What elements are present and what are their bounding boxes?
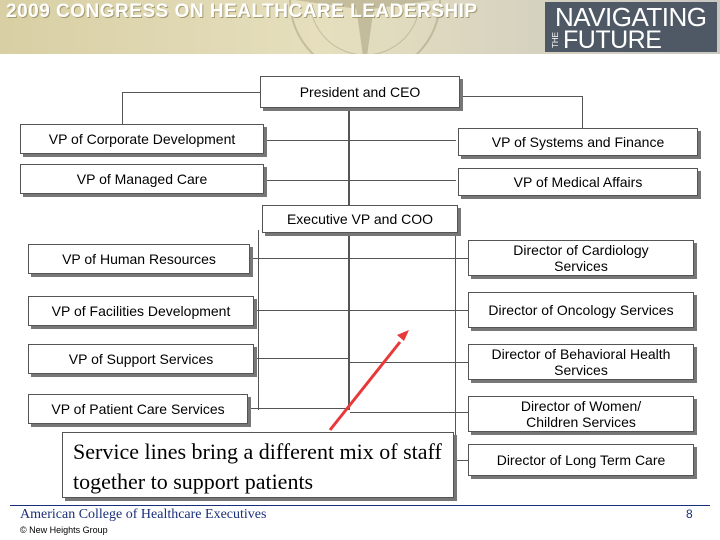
director-behavioral-health-box: Director of Behavioral Health Services: [468, 344, 694, 380]
page-number: 8: [686, 507, 693, 521]
director-women-children-box: Director of Women/ Children Services: [468, 396, 694, 432]
vp-managed-care-box: VP of Managed Care: [20, 164, 264, 194]
connector-trunk: [348, 110, 350, 410]
vp-medical-affairs-box: VP of Medical Affairs: [458, 168, 698, 196]
connector-right-4: [350, 412, 468, 413]
header-banner: 2009 CONGRESS ON HEALTHCARE LEADERSHIP N…: [0, 0, 720, 54]
director-cardiology-box: Director of Cardiology Services: [468, 240, 694, 276]
director-long-term-care-box: Director of Long Term Care: [468, 444, 694, 476]
president-ceo-box: President and CEO: [260, 76, 460, 108]
connector-top-left-drop: [122, 92, 123, 126]
connector-left-2: [254, 310, 350, 311]
connector-right-2: [350, 310, 468, 311]
connector-row2: [266, 180, 456, 181]
connector-left-3: [254, 358, 350, 359]
logo-text-future: FUTURE: [563, 26, 662, 54]
connector-right-3: [350, 362, 468, 363]
connector-left-4: [248, 408, 350, 409]
vp-systems-finance-box: VP of Systems and Finance: [458, 128, 698, 156]
logo-text-the: THE: [551, 32, 560, 48]
connector-row1: [266, 140, 456, 141]
evp-coo-box: Executive VP and COO: [262, 205, 458, 233]
connector-left-1: [250, 258, 350, 259]
footer-copyright: © New Heights Group: [20, 525, 108, 535]
conference-title: 2009 CONGRESS ON HEALTHCARE LEADERSHIP: [6, 1, 478, 22]
vp-human-resources-box: VP of Human Resources: [28, 244, 250, 274]
navigating-the-future-logo: NAVIGATING THE FUTURE: [545, 2, 717, 54]
connector-left-spine: [258, 230, 259, 410]
connector-top-bar: [122, 92, 262, 93]
connector-right-spine: [455, 230, 456, 462]
vp-corporate-development-box: VP of Corporate Development: [20, 124, 264, 154]
vp-support-services-box: VP of Support Services: [28, 344, 254, 374]
footer-divider: [10, 505, 710, 506]
vp-facilities-development-box: VP of Facilities Development: [28, 296, 254, 326]
connector-right-5: [455, 460, 468, 461]
logo-text-navigating: NAVIGATING: [555, 2, 707, 32]
connector-top-right-drop: [582, 96, 583, 128]
compass-watermark-icon: [289, 0, 441, 54]
director-oncology-box: Director of Oncology Services: [468, 292, 694, 328]
vp-patient-care-services-box: VP of Patient Care Services: [28, 394, 248, 424]
connector-right-1: [350, 258, 468, 259]
footer-organization: American College of Healthcare Executive…: [20, 507, 267, 522]
connector-top-bar-right: [460, 96, 582, 97]
service-lines-callout: Service lines bring a different mix of s…: [62, 432, 454, 498]
